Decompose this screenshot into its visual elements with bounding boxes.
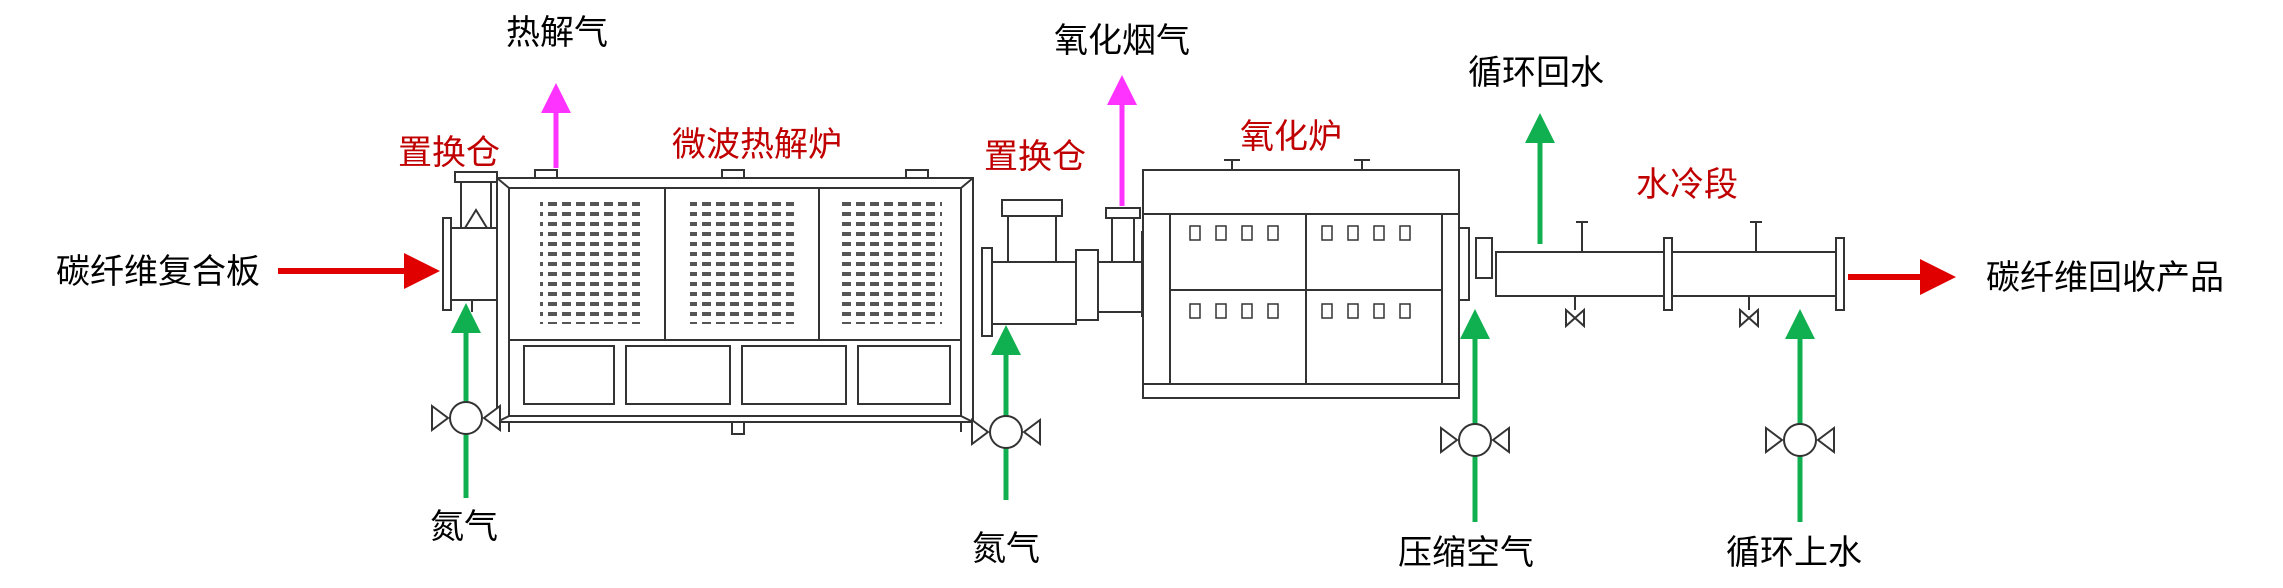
replacement-chamber-1-label: 置换仓: [398, 133, 500, 173]
oxidation-burner-row-top: [1189, 225, 1411, 241]
oxidation-furnace: [1142, 159, 1470, 399]
compressed-air-valve-icon: [1440, 423, 1510, 457]
replacement-chamber-2-label: 置换仓: [984, 137, 1086, 177]
circulating-supply-water-valve-icon: [1765, 423, 1835, 457]
circulating-return-water-label: 循环回水: [1468, 53, 1604, 93]
compressed-air-label: 压缩空气: [1398, 533, 1534, 573]
input-material-label: 碳纤维复合板: [56, 252, 260, 292]
water-cooling-section-label: 水冷段: [1636, 165, 1738, 205]
water-cooling-section: [1475, 221, 1845, 329]
microwave-pyrolysis-furnace: [496, 169, 974, 435]
microwave-pyrolysis-furnace-label: 微波热解炉: [672, 125, 842, 165]
nitrogen-2-label: 氮气: [972, 529, 1040, 569]
replacement-chamber-2: [981, 199, 1151, 337]
nitrogen-2-valve-icon: [971, 415, 1041, 449]
oxidation-furnace-label: 氧化炉: [1240, 117, 1342, 157]
nitrogen-1-label: 氮气: [430, 507, 498, 547]
nitrogen-1-valve-icon: [431, 401, 501, 435]
oxidation-flue-gas-label: 氧化烟气: [1054, 21, 1190, 61]
replacement-chamber-1: [442, 171, 498, 312]
pyrolysis-gas-label: 热解气: [506, 13, 608, 53]
circulating-supply-water-label: 循环上水: [1726, 533, 1862, 573]
oxidation-burner-row-bottom: [1189, 303, 1411, 319]
output-product-label: 碳纤维回收产品: [1986, 258, 2224, 298]
